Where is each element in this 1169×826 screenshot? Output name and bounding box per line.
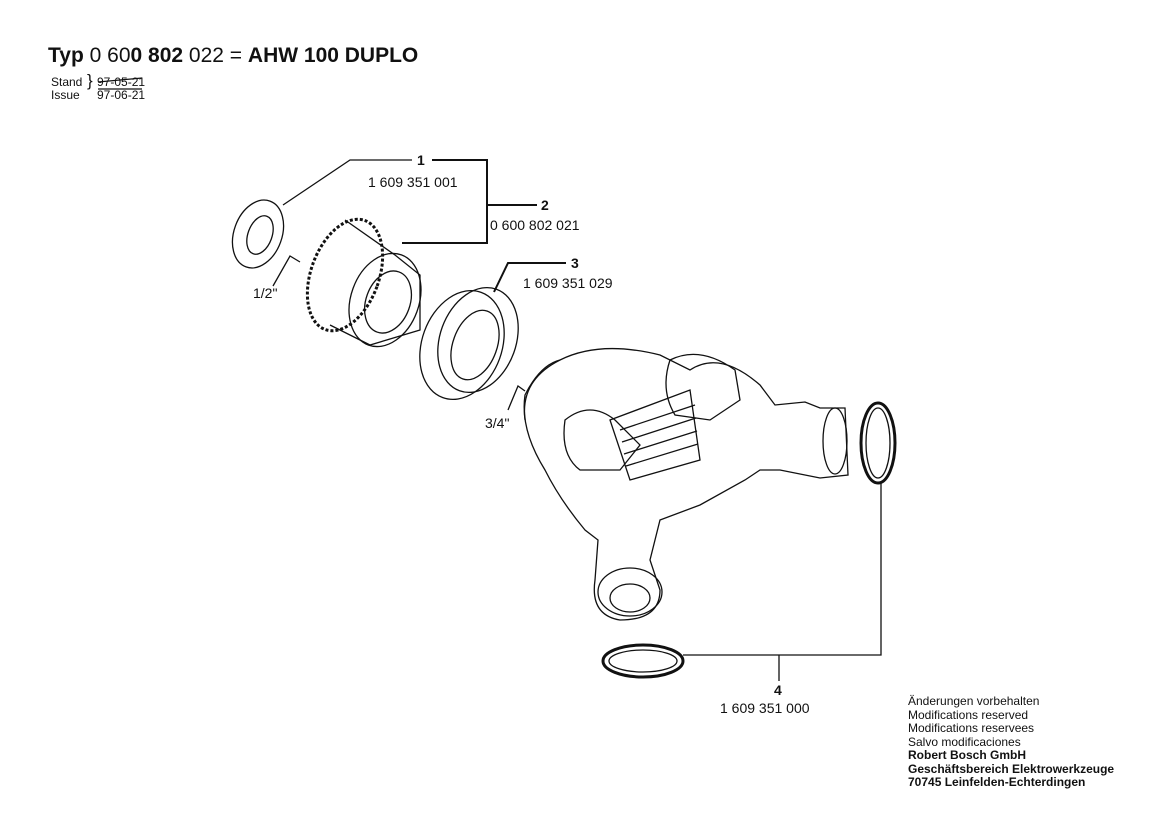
position-label-2: 2	[541, 197, 549, 213]
part-number-3: 1 609 351 029	[523, 275, 613, 291]
typ-label: Typ	[48, 44, 84, 67]
o-ring-part-4	[601, 643, 685, 679]
footer-line: Modifications reservees	[908, 721, 1035, 735]
issue-date: 97-06-21	[97, 88, 146, 102]
issue-label: Issue	[51, 88, 80, 102]
part-number-2: 0 600 802 021	[490, 217, 580, 233]
page-title: Typ 0 600 802 022 = AHW 100 DUPLO	[48, 44, 418, 68]
company-name: Robert Bosch GmbH	[908, 748, 1027, 762]
type-number-part-a: 0 60	[89, 44, 131, 67]
footer-line: Salvo modificaciones	[908, 734, 1021, 749]
part-number-1: 1 609 351 001	[368, 174, 458, 190]
position-label-3: 3	[571, 255, 579, 271]
part-number-4: 1 609 351 000	[720, 700, 810, 716]
valve-body	[523, 347, 849, 621]
thread-label-half-inch: 1/2"	[253, 285, 278, 301]
strike-line	[97, 77, 143, 83]
type-number-part-b: 0 802	[130, 44, 184, 67]
model-name: AHW 100 DUPLO	[247, 44, 419, 67]
footer-line: Änderungen vorbehalten	[908, 694, 1040, 708]
footer-line: Modifications reserved	[908, 707, 1029, 722]
thread-label-three-quarter-inch: 3/4"	[485, 415, 510, 431]
position-label-4: 4	[774, 682, 782, 698]
company-division: Geschäftsbereich Elektrowerkzeuge	[908, 761, 1115, 776]
stand-label: Stand	[51, 75, 83, 89]
type-number-part-c: 022	[188, 44, 224, 67]
union-nut-part-2	[305, 217, 422, 348]
washer-part-1	[231, 199, 285, 269]
position-label-1: 1	[417, 152, 425, 168]
o-ring-right	[859, 401, 897, 485]
ring-part-3	[419, 286, 519, 401]
brace: }	[87, 71, 93, 90]
footer-notice: Änderungen vorbehalten Modifications res…	[908, 694, 1115, 790]
company-address: 70745 Leinfelden-Echterdingen	[908, 775, 1086, 789]
leader-lines	[272, 159, 882, 681]
equals-sign: =	[229, 44, 243, 67]
